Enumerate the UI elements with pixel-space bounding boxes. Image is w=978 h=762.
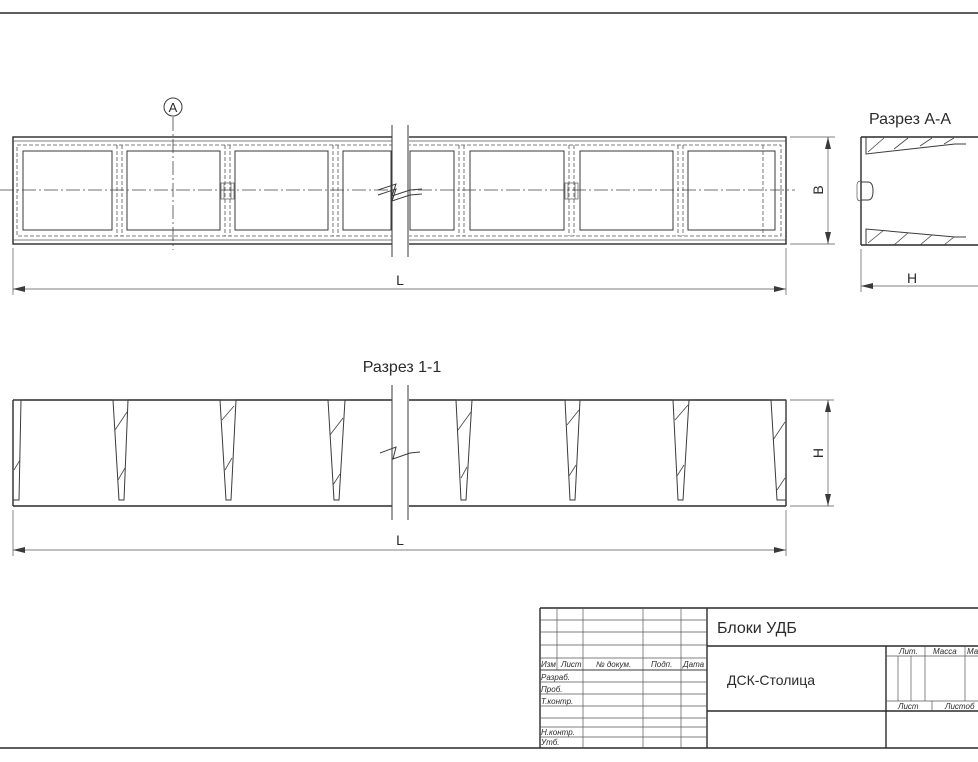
dim-h-label-11: H: [810, 448, 826, 458]
section-11: Разрез 1-1: [12, 359, 834, 556]
section-walls: [13, 399, 787, 501]
dim-l-label-11: L: [396, 532, 404, 548]
dim-l-label: L: [396, 272, 404, 288]
tb-row-norm-control: Н.контр.: [541, 728, 575, 737]
title-block: Изм Лист № докум. Подп. Дата Разраб. Про…: [539, 607, 978, 748]
plan-cell: [469, 150, 565, 231]
tb-row-checked: Проб.: [541, 685, 562, 694]
tb-sheet: Лист: [897, 702, 919, 711]
section-marker-a: [163, 97, 183, 117]
tb-col-sign: Подп.: [651, 660, 672, 669]
tb-lit: Лит.: [898, 647, 918, 656]
section-aa: Разрез А-А H: [856, 111, 978, 292]
plan-view: A B L: [0, 97, 835, 295]
tb-mass: Масса: [933, 647, 957, 656]
section-aa-title: Разрез А-А: [869, 111, 951, 128]
dim-b-label: B: [810, 185, 826, 194]
plan-cell: [687, 150, 776, 231]
lifting-loop: [564, 182, 579, 200]
plan-cell: [126, 150, 221, 231]
break-symbol: [379, 446, 421, 460]
lifting-loop: [220, 182, 235, 200]
tb-organization: ДСК-Столица: [727, 672, 815, 688]
break-symbol: [377, 183, 423, 197]
tb-col-list: Лист: [560, 660, 582, 669]
tb-sheets: Листоб: [944, 702, 975, 711]
tb-row-developed: Разраб.: [541, 673, 570, 682]
tb-row-tech-control: Т.контр.: [541, 697, 573, 706]
tb-col-date: Дата: [682, 660, 705, 669]
plan-cell: [234, 150, 329, 231]
section-marker-a-label: A: [169, 100, 178, 115]
dim-h-label-aa: H: [907, 270, 917, 286]
plan-cell: [22, 150, 113, 231]
plan-cell: [579, 150, 674, 231]
tb-row-approved: Утб.: [540, 738, 560, 747]
tb-col-doc-no: № докум.: [596, 660, 631, 669]
tb-scale: Ма: [967, 647, 978, 656]
section-11-title: Разрез 1-1: [363, 359, 442, 376]
plan-cell: [409, 150, 455, 231]
tb-title: Блоки УДБ: [717, 620, 797, 637]
plan-cell: [342, 150, 392, 231]
tb-col-izm: Изм: [541, 660, 556, 669]
